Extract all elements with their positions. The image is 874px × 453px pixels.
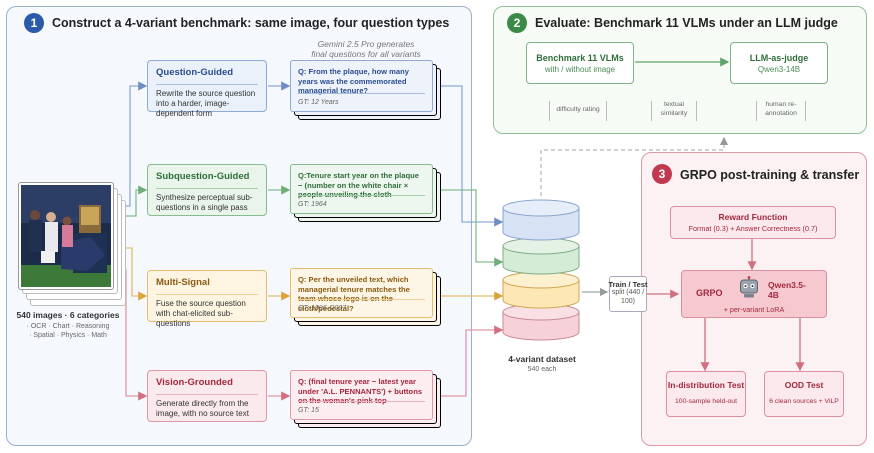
variant-card-subquestion-guided: Subquestion-Guided Synthesize perceptual… bbox=[147, 164, 267, 216]
variant-card-question-guided: Question-Guided Rewrite the source quest… bbox=[147, 60, 267, 118]
variant-title: Subquestion-Guided bbox=[156, 171, 250, 182]
metric-human-reannotation: human re- annotation bbox=[756, 101, 806, 121]
panel-title-evaluate: Evaluate: Benchmark 11 VLMs under an LLM… bbox=[535, 16, 838, 30]
step-badge-1: 1 bbox=[24, 13, 44, 33]
grpo-label: GRPO bbox=[696, 288, 723, 298]
grpo-model-box: GRPO Qwen3.5- 4B + per-variant LoRA bbox=[681, 270, 827, 318]
question-card-subquestion-guided: Q:Tenure start year on the plaque − (num… bbox=[290, 164, 433, 214]
split-sub: split (440 / 100) bbox=[611, 289, 645, 305]
ground-truth: GT: 1996–2007 bbox=[298, 305, 347, 312]
step-badge-2: 2 bbox=[507, 13, 527, 33]
panel-title-construct: Construct a 4-variant benchmark: same im… bbox=[52, 16, 450, 30]
robot-icon bbox=[740, 276, 758, 298]
ood-test-box: OOD Test 6 clean sources + ViLP bbox=[764, 371, 844, 417]
in-distribution-test-box: In-distribution Test 100-sample held-out bbox=[666, 371, 746, 417]
variant-title: Multi-Signal bbox=[156, 277, 210, 288]
question-text: Q: Per the unveiled text, which manageri… bbox=[298, 275, 410, 313]
benchmark-vlms-box: Benchmark 11 VLMs with / without image bbox=[526, 42, 634, 84]
image-caption-title: 540 images · 6 categories bbox=[16, 310, 120, 320]
ground-truth: GT: 1964 bbox=[298, 201, 327, 208]
variant-title: Vision-Grounded bbox=[156, 377, 233, 388]
model-name: Qwen3.5- 4B bbox=[768, 280, 806, 300]
source-image-photo bbox=[18, 182, 114, 290]
ground-truth: GT: 12 Years bbox=[298, 99, 339, 106]
lora-label: + per-variant LoRA bbox=[723, 305, 785, 314]
variant-description: Fuse the source question with chat-elici… bbox=[156, 299, 246, 328]
variant-description: Rewrite the source question into a harde… bbox=[156, 89, 256, 118]
dataset-label: 4-variant dataset bbox=[508, 354, 576, 364]
question-card-vision-grounded: Q: (final tenure year − latest year unde… bbox=[290, 370, 433, 420]
panel-title-grpo: GRPO post-training & transfer bbox=[680, 168, 860, 182]
split-title: Train / Test bbox=[608, 280, 648, 289]
dataset-cylinders-icon bbox=[502, 199, 580, 341]
metric-difficulty-rating: difficulty rating bbox=[549, 101, 607, 121]
question-text: Q: (final tenure year − latest year unde… bbox=[298, 377, 423, 405]
variant-card-multi-signal: Multi-Signal Fuse the source question wi… bbox=[147, 270, 267, 328]
step-badge-3: 3 bbox=[652, 164, 672, 184]
variant-card-vision-grounded: Vision-Grounded Generate directly from t… bbox=[147, 370, 267, 422]
variant-description: Generate directly from the image, with n… bbox=[156, 399, 249, 418]
gemini-note: Gemini 2.5 Pro generates final questions… bbox=[311, 39, 421, 59]
ground-truth: GT: 15 bbox=[298, 407, 319, 414]
variant-title: Question-Guided bbox=[156, 67, 234, 78]
question-card-question-guided: Q: From the plaque, how many years was t… bbox=[290, 60, 433, 112]
question-text: Q:Tenure start year on the plaque − (num… bbox=[298, 171, 419, 199]
llm-judge-box: LLM-as-judge Qwen3-14B bbox=[730, 42, 828, 84]
reward-function-box: Reward Function Format (0.3) + Answer Co… bbox=[670, 206, 836, 239]
question-card-multi-signal: Q: Per the unveiled text, which manageri… bbox=[290, 268, 433, 318]
image-categories: · OCR · Chart · Reasoning · Spatial · Ph… bbox=[26, 323, 110, 339]
metric-textual-similarity: textual similarity bbox=[651, 101, 697, 121]
train-test-split-box: Train / Test split (440 / 100) bbox=[608, 276, 648, 312]
photo-illustration bbox=[21, 185, 111, 287]
question-text: Q: From the plaque, how many years was t… bbox=[298, 67, 409, 96]
dataset-sub: 540 each bbox=[527, 366, 557, 373]
variant-description: Synthesize perceptual sub-questions in a… bbox=[156, 193, 253, 212]
